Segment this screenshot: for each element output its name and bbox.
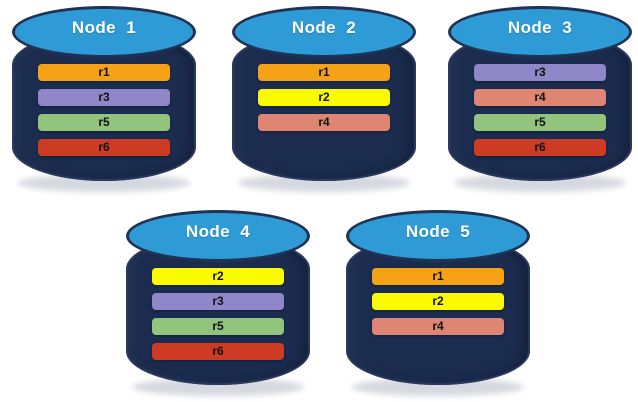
record-list: r1 r2 r4 <box>258 64 390 131</box>
record-bar: r5 <box>474 114 606 131</box>
cylinder-drop-shadow <box>18 174 190 192</box>
record-bar: r5 <box>152 318 284 335</box>
record-list: r1 r2 r4 <box>372 268 504 335</box>
record-bar: r2 <box>152 268 284 285</box>
record-bar: r4 <box>372 318 504 335</box>
record-bar: r3 <box>152 293 284 310</box>
node-title: Node 4 <box>185 222 251 241</box>
record-bar: r4 <box>474 89 606 106</box>
database-node-cylinder: Node 1 r1 r3 r5 r6 <box>12 6 196 192</box>
cylinder-body <box>346 235 530 385</box>
node-title: Node 5 <box>405 222 471 241</box>
database-node-cylinder: Node 3 r3 r4 r5 r6 <box>448 6 632 192</box>
record-bar: r1 <box>258 64 390 81</box>
node-title: Node 3 <box>507 18 573 37</box>
cylinder-drop-shadow <box>352 378 524 396</box>
record-bar: r2 <box>372 293 504 310</box>
record-list: r1 r3 r5 r6 <box>38 64 170 156</box>
record-bar: r6 <box>474 139 606 156</box>
cylinder-drop-shadow <box>132 378 304 396</box>
cylinder-top-ellipse <box>12 6 196 58</box>
cylinder-top-ellipse <box>232 6 416 58</box>
database-node-cylinder: Node 4 r2 r3 r5 r6 <box>126 210 310 396</box>
record-bar: r3 <box>474 64 606 81</box>
database-node-cylinder: Node 5 r1 r2 r4 <box>346 210 530 396</box>
cylinder-drop-shadow <box>238 174 410 192</box>
cylinder-top-ellipse <box>346 210 530 262</box>
record-bar: r3 <box>38 89 170 106</box>
cylinder-body <box>12 31 196 181</box>
cylinder-top-ellipse <box>448 6 632 58</box>
database-node-cylinder: Node 2 r1 r2 r4 <box>232 6 416 192</box>
node-title: Node 2 <box>291 18 357 37</box>
record-list: r2 r3 r5 r6 <box>152 268 284 360</box>
node-title: Node 1 <box>71 18 137 37</box>
record-bar: r2 <box>258 89 390 106</box>
cylinder-drop-shadow <box>454 174 626 192</box>
record-bar: r1 <box>372 268 504 285</box>
record-bar: r5 <box>38 114 170 131</box>
cylinder-top-ellipse <box>126 210 310 262</box>
record-list: r3 r4 r5 r6 <box>474 64 606 156</box>
record-bar: r6 <box>152 343 284 360</box>
record-bar: r4 <box>258 114 390 131</box>
record-bar: r1 <box>38 64 170 81</box>
record-bar: r6 <box>38 139 170 156</box>
